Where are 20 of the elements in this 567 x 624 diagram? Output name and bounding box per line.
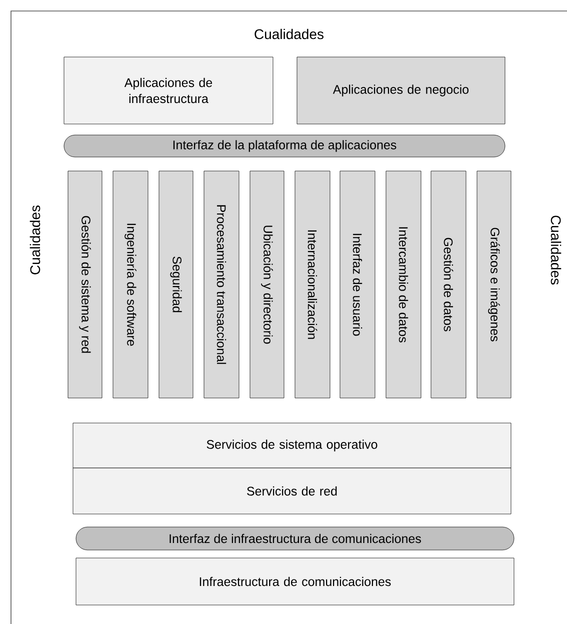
- interface-bar: Interfaz de la plataforma de aplicaciones: [64, 134, 506, 158]
- layer-box: Servicios de red: [72, 468, 512, 514]
- layer-box: Infraestructura de comunicaciones: [76, 558, 514, 606]
- layer-box: Aplicaciones de infraestructura: [64, 56, 274, 124]
- service-column: Gráficos e imágenes: [476, 170, 512, 398]
- service-column: Ubicación y directorio: [250, 170, 284, 398]
- layer-box: Servicios de sistema operativo: [72, 422, 512, 468]
- side-label: Cualidades: [30, 206, 40, 274]
- service-column: Gestión de sistema y red: [68, 170, 102, 398]
- service-column: Interfaz de usuario: [340, 170, 376, 398]
- service-column: Intercambio de datos: [386, 170, 422, 398]
- service-column: Procesamiento transaccional: [204, 170, 240, 398]
- service-column: Seguridad: [158, 170, 194, 398]
- interface-bar: Interfaz de infraestructura de comunicaciones: [76, 526, 514, 550]
- service-column: Gestión de datos: [430, 170, 466, 398]
- side-label: Cualidades: [254, 28, 324, 40]
- layer-box: Aplicaciones de negocio: [296, 56, 506, 124]
- service-column: Internacionalización: [294, 170, 330, 398]
- service-column: Ingeniería de software: [112, 170, 148, 398]
- side-label: Cualidades: [550, 216, 562, 284]
